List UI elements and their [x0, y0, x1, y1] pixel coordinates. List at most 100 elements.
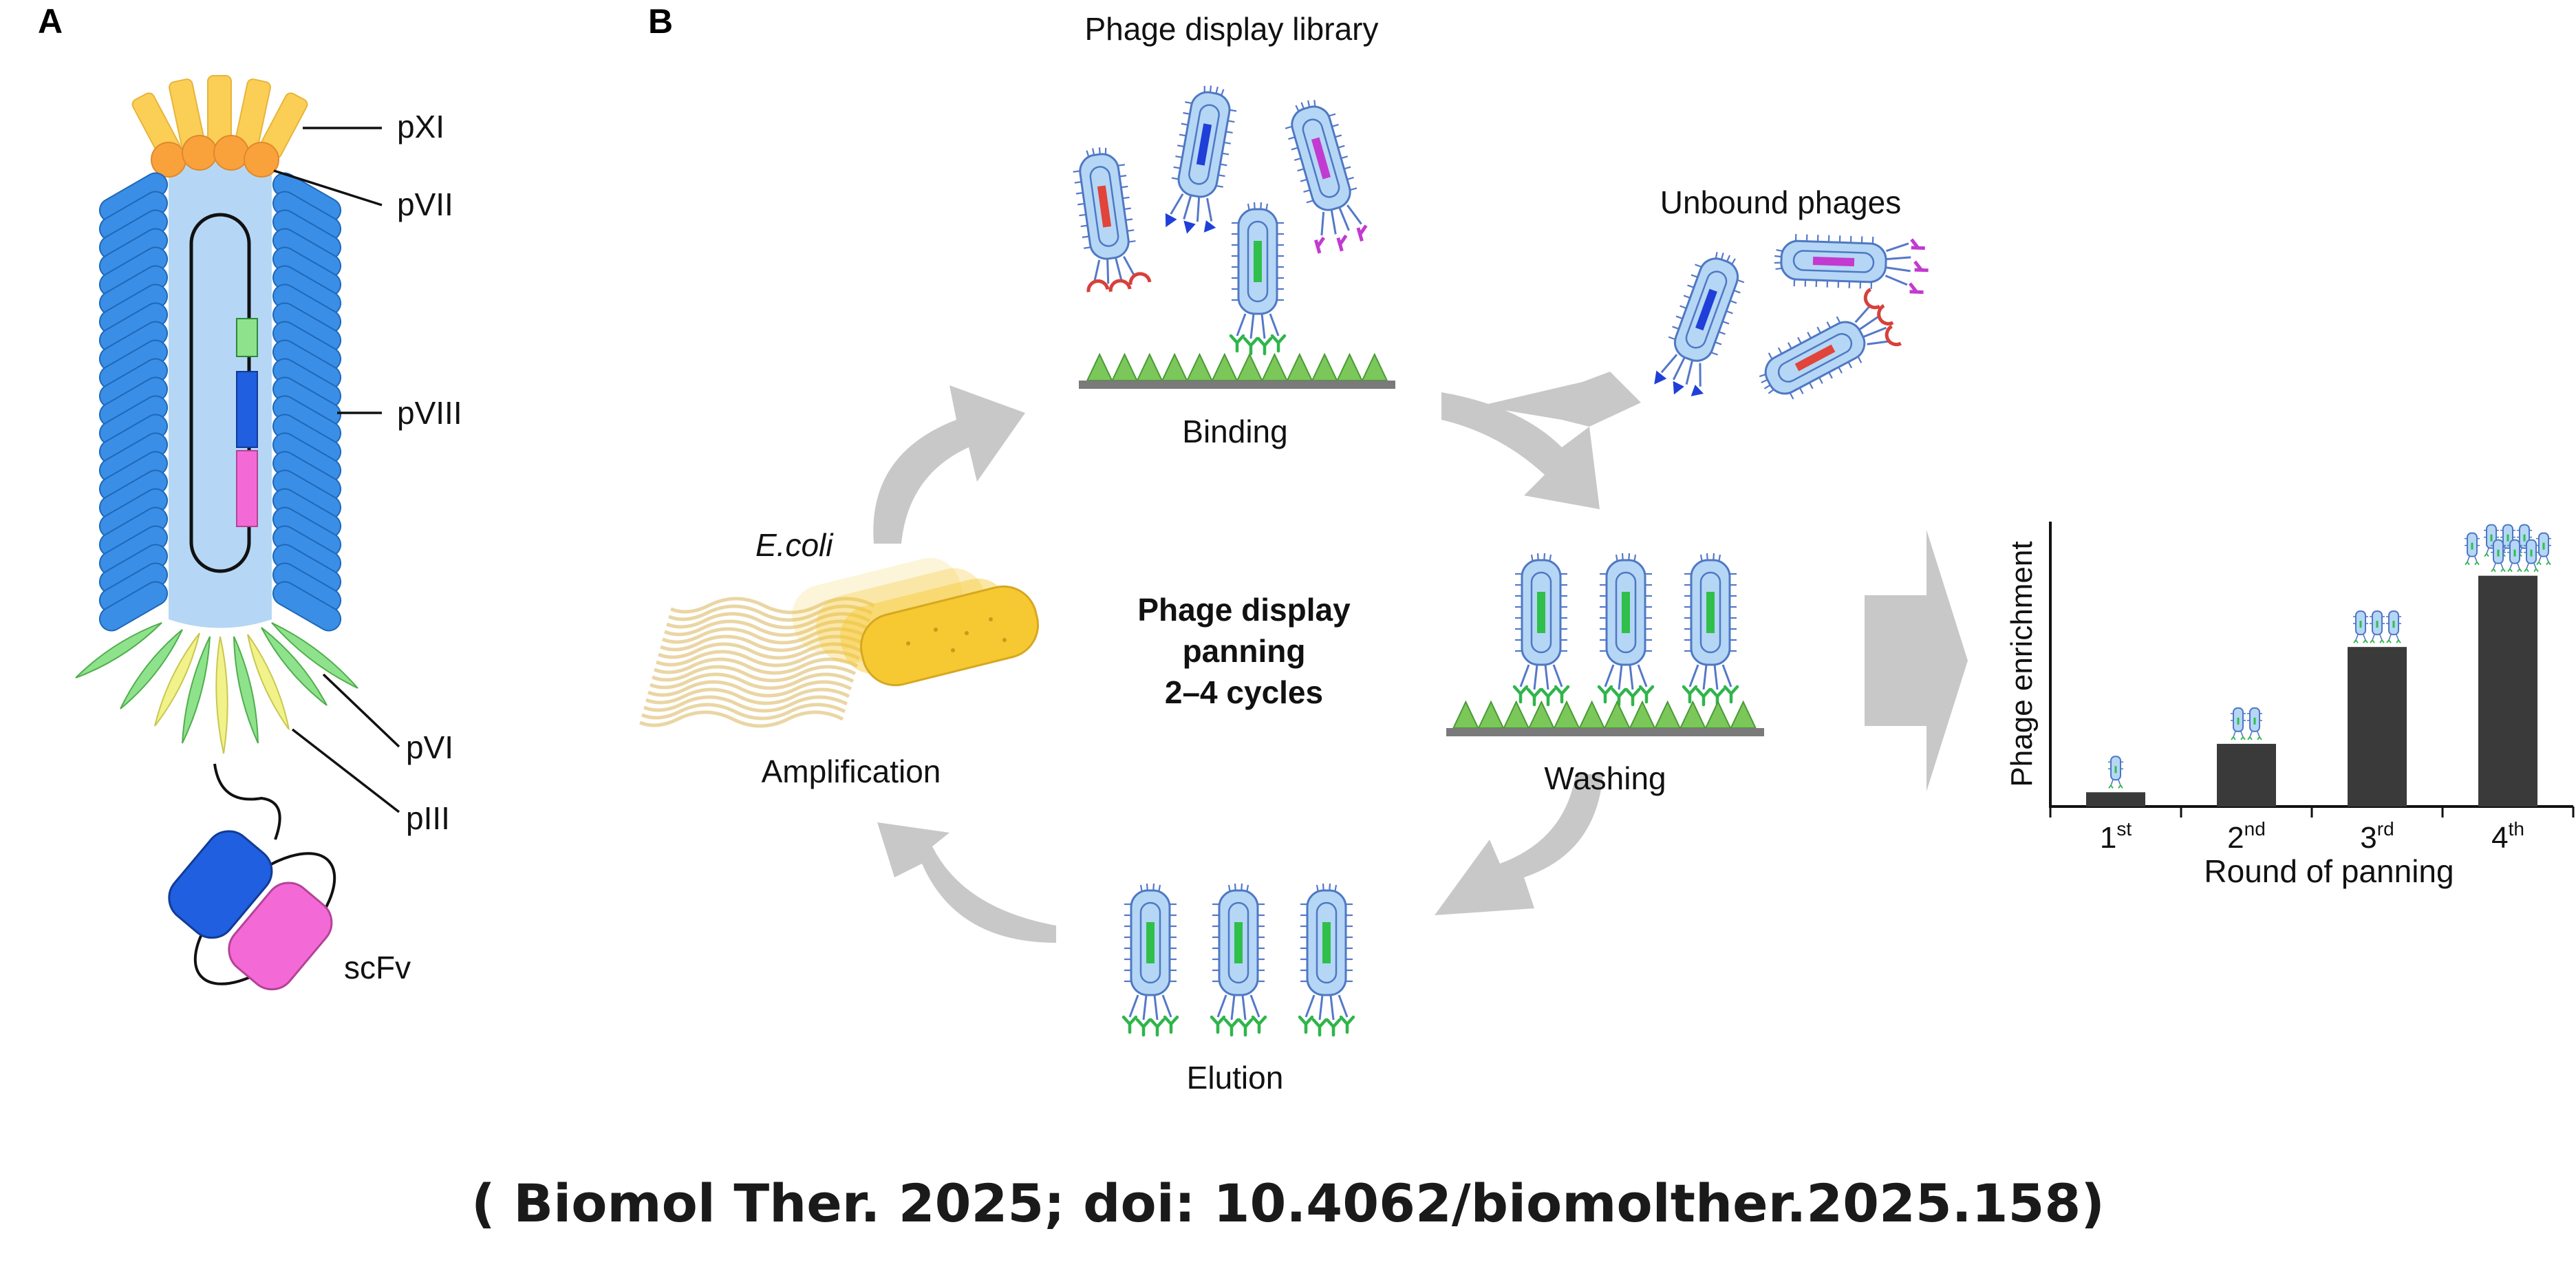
chart-phage-icon — [2464, 532, 2480, 566]
piii-protein — [261, 627, 328, 706]
arrow-to-chart — [1865, 530, 1968, 791]
binding-label: Binding — [1182, 414, 1287, 449]
antigen — [1553, 700, 1580, 729]
panel-a-letter: A — [38, 2, 63, 41]
cycle-arrows — [873, 372, 1968, 943]
pvi-protein — [215, 636, 228, 754]
scfv-vl-domain — [228, 882, 333, 991]
washing-phage-2 — [1599, 552, 1653, 705]
antigen — [1452, 700, 1479, 729]
tether-line — [213, 763, 281, 840]
unbound-label: Unbound phages — [1660, 184, 1901, 220]
antigen — [1260, 352, 1289, 381]
antigen — [1311, 352, 1338, 381]
gene-insert-vh — [236, 371, 258, 448]
chart-category-label: 2nd — [2227, 818, 2266, 855]
label-pvii: pVII — [397, 186, 453, 222]
pvi-protein — [247, 634, 290, 730]
chart-bar — [2478, 575, 2537, 807]
pviii-protein — [272, 581, 342, 632]
chart-category-label: 3rd — [2360, 818, 2394, 855]
center-line1: Phage display — [1137, 592, 1351, 628]
chart-phage-icon — [2507, 539, 2523, 573]
chart-bar — [2217, 743, 2276, 807]
antigen — [1704, 700, 1732, 729]
label-pvi: pVI — [406, 729, 453, 765]
piii-protein — [271, 622, 358, 689]
label-pxi: pXI — [397, 109, 444, 145]
pviii-coat-left — [98, 172, 169, 632]
antigen — [1185, 352, 1214, 381]
arrow-binding-to-washing — [1441, 392, 1600, 509]
elution-phages — [1124, 882, 1353, 1035]
arrow-amplification-to-binding — [873, 385, 1025, 544]
chart-phage-icon — [2385, 610, 2402, 644]
antigen — [1527, 700, 1555, 729]
arrow-washing-to-elution — [1435, 774, 1603, 915]
washing-label: Washing — [1544, 760, 1666, 796]
elution-label: Elution — [1187, 1060, 1284, 1096]
elution-phage-3 — [1300, 882, 1353, 1035]
chart-bar — [2348, 647, 2407, 807]
antigen — [1136, 352, 1163, 381]
chart-bars — [2086, 575, 2537, 807]
pvi-piii-tail — [75, 622, 358, 754]
ecoli-main-cell — [859, 585, 1040, 687]
pvi-protein — [154, 632, 200, 727]
elution-phage-1 — [1124, 882, 1177, 1035]
antigen — [1110, 352, 1139, 381]
washing-surface — [1446, 700, 1764, 736]
label-leaders — [273, 127, 400, 813]
antigen — [1161, 352, 1188, 381]
unbound-phage-purple — [1772, 232, 1929, 295]
binding-surface — [1079, 352, 1395, 389]
arrow-to-unbound — [1479, 372, 1641, 427]
library-title: Phage display library — [1084, 11, 1378, 47]
chart-xlabel: Round of panning — [2204, 853, 2454, 889]
library-phage-red — [1069, 143, 1152, 292]
pvii-proteins — [151, 135, 279, 178]
chart-phage-icon — [2490, 539, 2507, 573]
chart-phage-icon — [2352, 610, 2369, 644]
antigen — [1603, 700, 1631, 729]
pviii-protein — [98, 581, 169, 632]
chart-x-ticks — [2049, 807, 2575, 818]
chart-phage-icon — [2230, 707, 2246, 740]
antigen — [1503, 700, 1530, 729]
chart-phage-icon — [2523, 539, 2540, 573]
gene-insert-green — [236, 318, 258, 357]
unbound-phage-blue — [1654, 244, 1752, 396]
ecoli-label: E.coli — [755, 527, 834, 563]
piii-protein — [233, 636, 259, 744]
antigen — [1654, 700, 1682, 729]
washing-phage-3 — [1684, 552, 1737, 705]
chart-ylabel: Phage enrichment — [2005, 541, 2039, 787]
chart-phage-icon — [2535, 532, 2552, 566]
gene-insert-vl — [236, 450, 258, 527]
antigen — [1730, 700, 1757, 729]
chart-phage-icon — [2246, 707, 2263, 740]
piii-protein — [120, 629, 183, 709]
amplification-label: Amplification — [762, 754, 941, 789]
antigen — [1335, 352, 1364, 381]
label-scfv: scFv — [344, 950, 411, 985]
center-caption: Phage display panning 2–4 cycles — [1137, 592, 1351, 710]
panel-b-letter: B — [648, 2, 673, 41]
unbound-phages — [1654, 232, 1929, 410]
antigen — [1477, 700, 1505, 729]
chart-bar — [2086, 792, 2145, 807]
library-phage-green-binding — [1231, 201, 1285, 354]
antigen — [1578, 700, 1606, 729]
library-phage-blue — [1163, 81, 1241, 234]
antigen — [1086, 352, 1113, 381]
label-pviii: pVIII — [397, 395, 462, 431]
washing-phages — [1514, 552, 1737, 705]
chart-phage-icon — [2369, 610, 2385, 644]
chart-category-label: 1st — [2100, 818, 2132, 855]
antigen — [1679, 700, 1706, 729]
unbound-phage-red — [1749, 288, 1902, 410]
